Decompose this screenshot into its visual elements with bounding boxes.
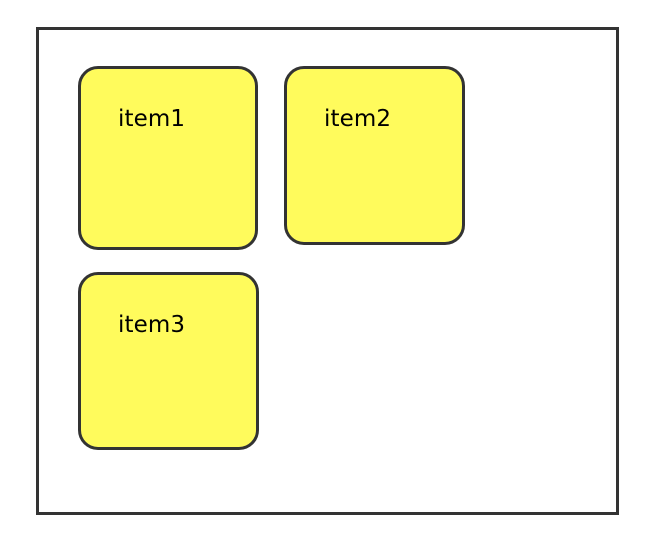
flex-container: item1 item2 item3: [36, 27, 619, 515]
flex-item-label: item1: [118, 106, 186, 132]
flex-item-item1[interactable]: item1: [78, 66, 258, 250]
flex-item-label: item2: [324, 106, 392, 132]
flex-item-label: item3: [118, 312, 186, 338]
flex-item-item2[interactable]: item2: [284, 66, 465, 245]
flex-item-item3[interactable]: item3: [78, 272, 259, 450]
